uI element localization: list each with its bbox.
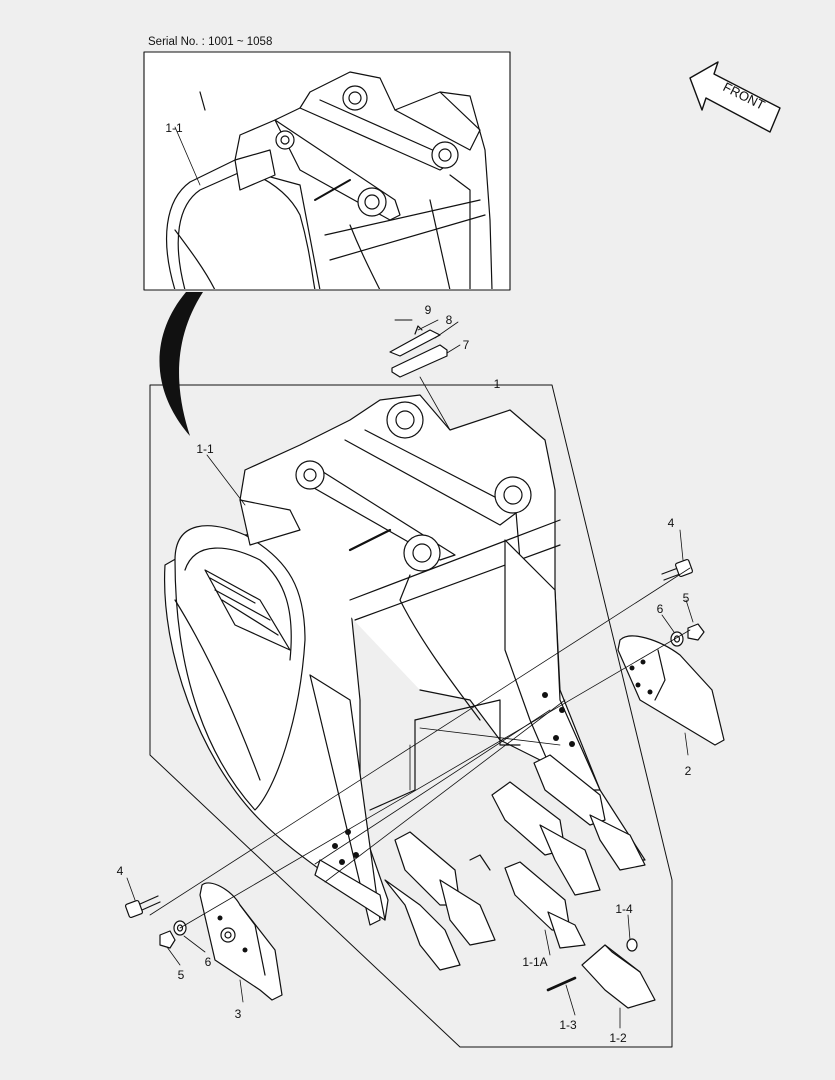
inset-bucket-detail — [166, 71, 493, 289]
tooth-assembly-exploded — [546, 938, 656, 1009]
nut-right — [687, 623, 705, 641]
callout-2: 2 — [684, 764, 692, 778]
side-cutter-right — [617, 635, 725, 746]
callout-1-1-main: 1-1 — [196, 442, 214, 456]
serial-number-label: Serial No. : 1001 ~ 1058 — [148, 36, 273, 48]
teeth-row — [384, 754, 646, 971]
detail-connector — [159, 292, 203, 436]
assembly-outline — [149, 384, 673, 1048]
callout-6-right: 6 — [656, 602, 664, 616]
washer-right — [670, 631, 684, 647]
callout-1-1-inset: 1-1 — [165, 121, 183, 135]
callout-6-left: 6 — [204, 955, 212, 969]
nut-left — [159, 930, 176, 949]
callout-1-3: 1-3 — [559, 1018, 577, 1032]
main-bucket — [163, 394, 646, 926]
callout-1-4: 1-4 — [615, 902, 633, 916]
callout-1: 1 — [493, 377, 501, 391]
pin-stack — [389, 319, 461, 431]
callout-3: 3 — [234, 1007, 242, 1021]
leader-lines — [126, 126, 694, 1029]
bolt-right — [661, 558, 694, 581]
front-arrow-icon: FRONT — [689, 61, 781, 133]
callout-1-2: 1-2 — [609, 1031, 627, 1045]
callout-5-left: 5 — [177, 968, 185, 982]
callout-8: 8 — [445, 313, 453, 327]
callout-1-1a: 1-1A — [522, 955, 548, 969]
callout-4-left: 4 — [116, 864, 124, 878]
callout-5-right: 5 — [682, 591, 690, 605]
callout-4-right: 4 — [667, 516, 675, 530]
callout-7: 7 — [462, 338, 470, 352]
side-cutter-left — [199, 882, 283, 1001]
callout-9: 9 — [424, 303, 432, 317]
bolt-left — [124, 895, 161, 919]
